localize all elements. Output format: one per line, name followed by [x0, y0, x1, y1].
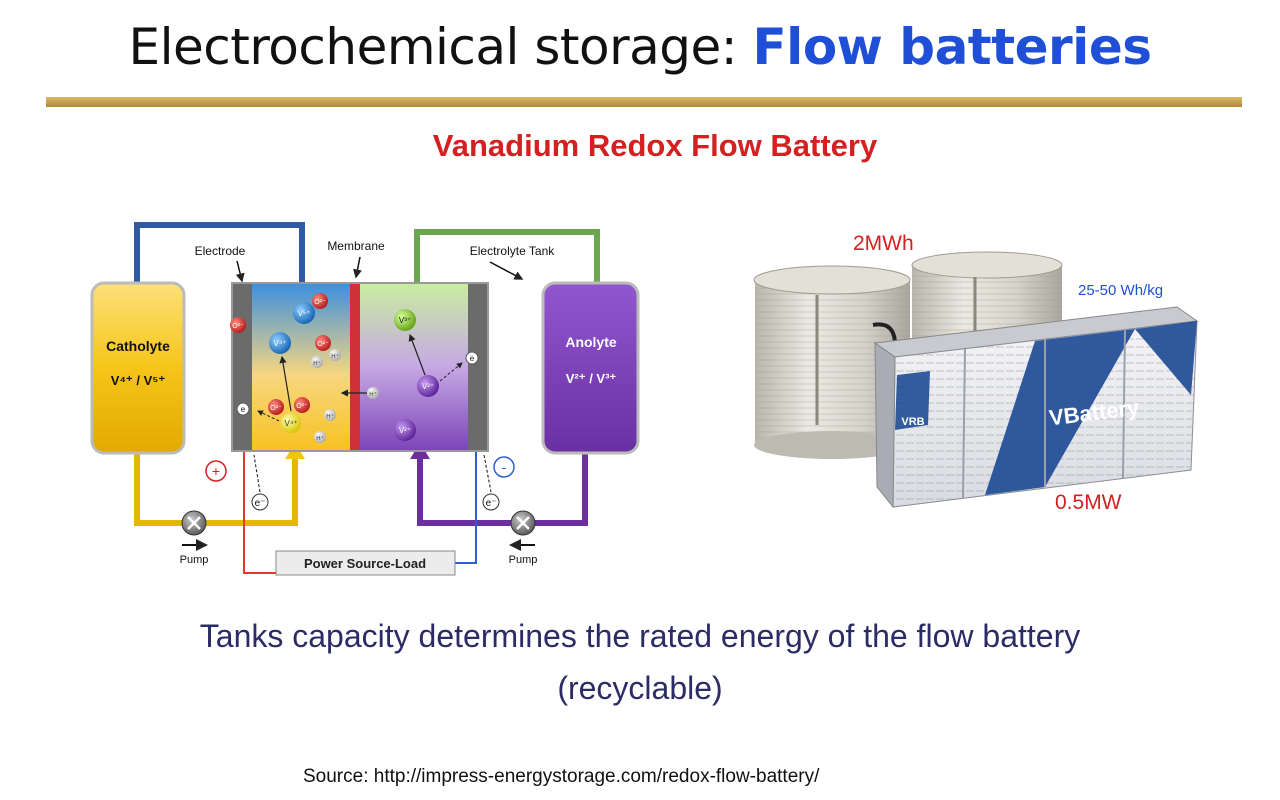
title-main: Electrochemical storage: — [128, 18, 753, 76]
positive-terminal: + — [205, 460, 227, 482]
electrode-pointer — [235, 260, 245, 283]
ion-h-1: H⁺ — [329, 349, 341, 361]
caption-line-1: Tanks capacity determines the rated ener… — [199, 618, 1081, 654]
electron-right-wire: e⁻ — [482, 493, 500, 511]
svg-text:e: e — [241, 405, 246, 414]
vbattery-installation-illustration: VBattery VRB 2MWh 25-50 Wh/kg 0.5MW — [753, 232, 1199, 514]
svg-text:O²⁻: O²⁻ — [314, 299, 326, 306]
negative-electrode — [468, 283, 488, 451]
ion-v4-1: V⁴⁺ — [269, 332, 291, 354]
reduction-arrow — [408, 333, 426, 376]
catholyte-tank — [90, 281, 186, 455]
title-accent: Flow batteries — [752, 18, 1152, 76]
electron-right-cell: e — [465, 351, 479, 365]
svg-text:e⁻: e⁻ — [255, 498, 266, 509]
ion-o2-1: O²⁻ — [312, 293, 328, 309]
svg-text:V³⁺: V³⁺ — [399, 316, 411, 325]
svg-text:H⁺: H⁺ — [326, 413, 334, 420]
ion-v5-1: V⁵⁺ — [293, 302, 315, 324]
pump-right-label: Pump — [509, 554, 538, 566]
ion-o2-5: O²⁻ — [294, 397, 310, 413]
ion-h-3: H⁺ — [367, 387, 379, 399]
diagram-subtitle: Vanadium Redox Flow Battery — [432, 128, 878, 163]
ion-v2-2: V²⁺ — [394, 419, 416, 441]
svg-text:O²⁻: O²⁻ — [232, 323, 244, 330]
electrolyte-tank-pointer — [489, 261, 524, 280]
electron-flow-right — [483, 454, 492, 493]
ion-v4-2: V⁴⁺ — [281, 413, 301, 433]
anolyte-feed-pipe — [417, 451, 588, 526]
svg-text:V²⁺: V²⁺ — [422, 382, 434, 391]
power-rating-label: 0.5MW — [1055, 491, 1122, 514]
vbattery-container — [873, 306, 1199, 509]
catholyte-ions-label: V⁴⁺ / V⁵⁺ — [111, 373, 166, 388]
svg-text:H⁺: H⁺ — [313, 360, 321, 367]
pump-right-icon — [509, 510, 536, 551]
power-source-box — [275, 550, 456, 576]
caption-line-2: (recyclable) — [557, 670, 723, 706]
membrane-label: Membrane — [327, 239, 385, 253]
ion-h-5: H⁺ — [314, 431, 326, 443]
svg-text:e⁻: e⁻ — [486, 498, 497, 509]
anolyte-label: Anolyte — [565, 334, 617, 350]
ion-h-2: H⁺ — [311, 356, 323, 368]
flow-battery-diagram: Catholyte V⁴⁺ / V⁵⁺ Anolyte V²⁺ / V³⁺ El… — [90, 222, 640, 576]
electron-flow-left — [253, 454, 261, 493]
catholyte-feed-pipe — [134, 451, 298, 526]
membrane-pointer — [353, 256, 362, 279]
title-divider — [46, 97, 1242, 107]
catholyte-return-pipe — [134, 222, 305, 300]
container-side-text: VRB — [901, 416, 924, 428]
catholyte-label: Catholyte — [106, 338, 170, 354]
negative-half-cell — [358, 283, 488, 451]
svg-text:+: + — [212, 463, 220, 479]
pump-left-label: Pump — [180, 554, 209, 566]
ion-o2-4: O²⁻ — [268, 399, 284, 415]
energy-density-label: 25-50 Wh/kg — [1078, 282, 1163, 299]
positive-wire — [243, 445, 276, 574]
negative-terminal: - — [493, 456, 515, 478]
svg-text:O²⁻: O²⁻ — [270, 405, 282, 412]
page-title: Electrochemical storage: Flow batteries — [0, 18, 1280, 76]
anolyte-return-pipe — [414, 229, 600, 300]
electron-left-wire: e⁻ — [251, 493, 269, 511]
electrolyte-tank-label: Electrolyte Tank — [470, 244, 555, 258]
svg-text:-: - — [502, 459, 507, 475]
ion-h-4: H⁺ — [324, 409, 336, 421]
pump-left-icon — [181, 510, 208, 551]
electrode-label: Electrode — [195, 244, 246, 258]
svg-text:V⁵⁺: V⁵⁺ — [298, 309, 311, 318]
ion-v3-1: V³⁺ — [394, 309, 416, 331]
ion-v2-1: V²⁺ — [417, 375, 439, 397]
ion-o2-3: O²⁻ — [315, 335, 331, 351]
svg-text:O²⁻: O²⁻ — [296, 403, 308, 410]
svg-text:H⁺: H⁺ — [369, 391, 377, 398]
svg-text:V⁴⁺: V⁴⁺ — [274, 339, 287, 348]
anolyte-tank — [541, 281, 640, 455]
membrane — [350, 283, 360, 451]
svg-text:H⁺: H⁺ — [331, 353, 339, 360]
energy-capacity-label: 2MWh — [853, 232, 914, 255]
oxidation-arrow — [279, 355, 292, 412]
electron-left-cell: e — [236, 402, 250, 416]
svg-text:e: e — [470, 354, 475, 363]
svg-text:V⁴⁺: V⁴⁺ — [285, 419, 298, 428]
cell-frame — [231, 282, 489, 452]
svg-text:V²⁺: V²⁺ — [399, 426, 411, 435]
anolyte-ions-label: V²⁺ / V³⁺ — [566, 371, 617, 386]
source-citation: Source: http://impress-energystorage.com… — [303, 766, 820, 787]
svg-text:O²⁻: O²⁻ — [317, 341, 329, 348]
ion-o2-2: O²⁻ — [230, 317, 246, 333]
negative-wire — [455, 445, 477, 564]
electron-release-arrow — [257, 410, 280, 422]
svg-text:H⁺: H⁺ — [316, 435, 324, 442]
power-source-label: Power Source-Load — [304, 556, 426, 571]
positive-electrode — [232, 283, 252, 451]
